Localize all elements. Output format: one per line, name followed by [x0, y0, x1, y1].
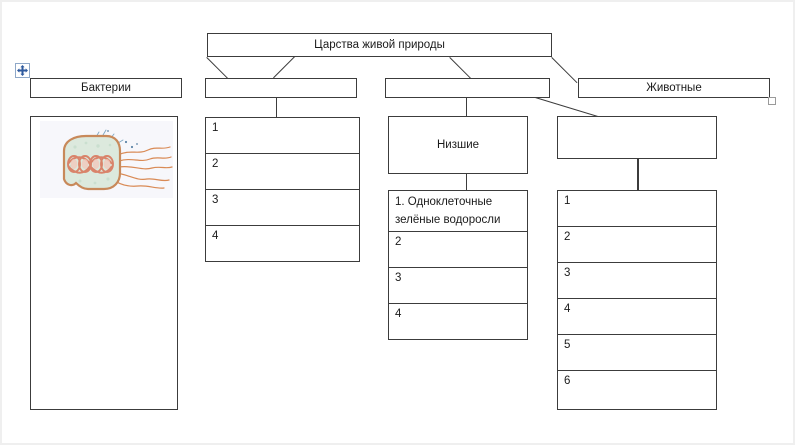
animals-row-5[interactable]: 5: [557, 334, 717, 371]
lower-row-4[interactable]: 4: [388, 303, 528, 340]
plants-row-2[interactable]: 2: [205, 153, 360, 190]
animals-subheader-box[interactable]: [557, 116, 717, 159]
animals-row-4[interactable]: 4: [557, 298, 717, 335]
plants-row-3[interactable]: 3: [205, 189, 360, 226]
animals-row-1[interactable]: 1: [557, 190, 717, 227]
lower-row-3[interactable]: 3: [388, 267, 528, 304]
bacterium-illustration: [40, 121, 173, 198]
connector-column3-vertical-mid: [466, 174, 468, 190]
connector-column2-vertical: [276, 98, 278, 118]
column-header-bacteria[interactable]: Бактерии: [30, 78, 182, 98]
root-box-label: Царства живой природы: [314, 38, 445, 51]
lower-row-1-label: 1. Одноклеточные зелёные водоросли: [395, 196, 501, 226]
lower-row-2-label: 2: [395, 236, 402, 248]
column-header-plants[interactable]: [205, 78, 357, 98]
animals-row-6[interactable]: 6: [557, 370, 717, 410]
table-resize-handle[interactable]: [768, 97, 776, 105]
animals-row-1-label: 1: [564, 195, 571, 207]
plants-row-1-label: 1: [212, 122, 219, 134]
column-header-animals-label: Животные: [646, 81, 702, 94]
connector-root-to-column2: [272, 56, 295, 79]
lower-row-2[interactable]: 2: [388, 231, 528, 268]
connector-root-to-bacteria: [206, 57, 229, 80]
connector-root-to-column3: [449, 57, 472, 80]
connector-root-to-animals: [551, 57, 578, 84]
table-move-handle[interactable]: [15, 63, 30, 78]
animals-row-6-label: 6: [564, 375, 571, 387]
animals-row-3[interactable]: 3: [557, 262, 717, 299]
column-header-bacteria-label: Бактерии: [81, 81, 131, 94]
connector-column4-vertical: [637, 159, 639, 191]
plants-row-4-label: 4: [212, 230, 219, 242]
column-header-animals[interactable]: Животные: [578, 78, 770, 98]
lower-row-3-label: 3: [395, 272, 402, 284]
plants-row-4[interactable]: 4: [205, 225, 360, 262]
page-edge-left: [0, 0, 2, 445]
animals-row-4-label: 4: [564, 303, 571, 315]
lower-row-4-label: 4: [395, 308, 402, 320]
page-edge-right: [793, 0, 795, 445]
lower-subheader-label: Низшие: [436, 138, 480, 151]
lower-row-1[interactable]: 1. Одноклеточные зелёные водоросли: [388, 190, 528, 232]
animals-row-5-label: 5: [564, 339, 571, 351]
column-header-lower[interactable]: [385, 78, 550, 98]
plants-row-2-label: 2: [212, 158, 219, 170]
page-edge-bottom: [0, 443, 795, 445]
connector-column3-vertical-top: [466, 98, 468, 118]
animals-row-2[interactable]: 2: [557, 226, 717, 263]
page-edge-top: [0, 0, 795, 2]
root-box[interactable]: Царства живой природы: [207, 33, 552, 57]
animals-row-3-label: 3: [564, 267, 571, 279]
animals-row-2-label: 2: [564, 231, 571, 243]
plants-row-1[interactable]: 1: [205, 117, 360, 154]
lower-subheader-box[interactable]: Низшие: [388, 116, 528, 174]
plants-row-3-label: 3: [212, 194, 219, 206]
